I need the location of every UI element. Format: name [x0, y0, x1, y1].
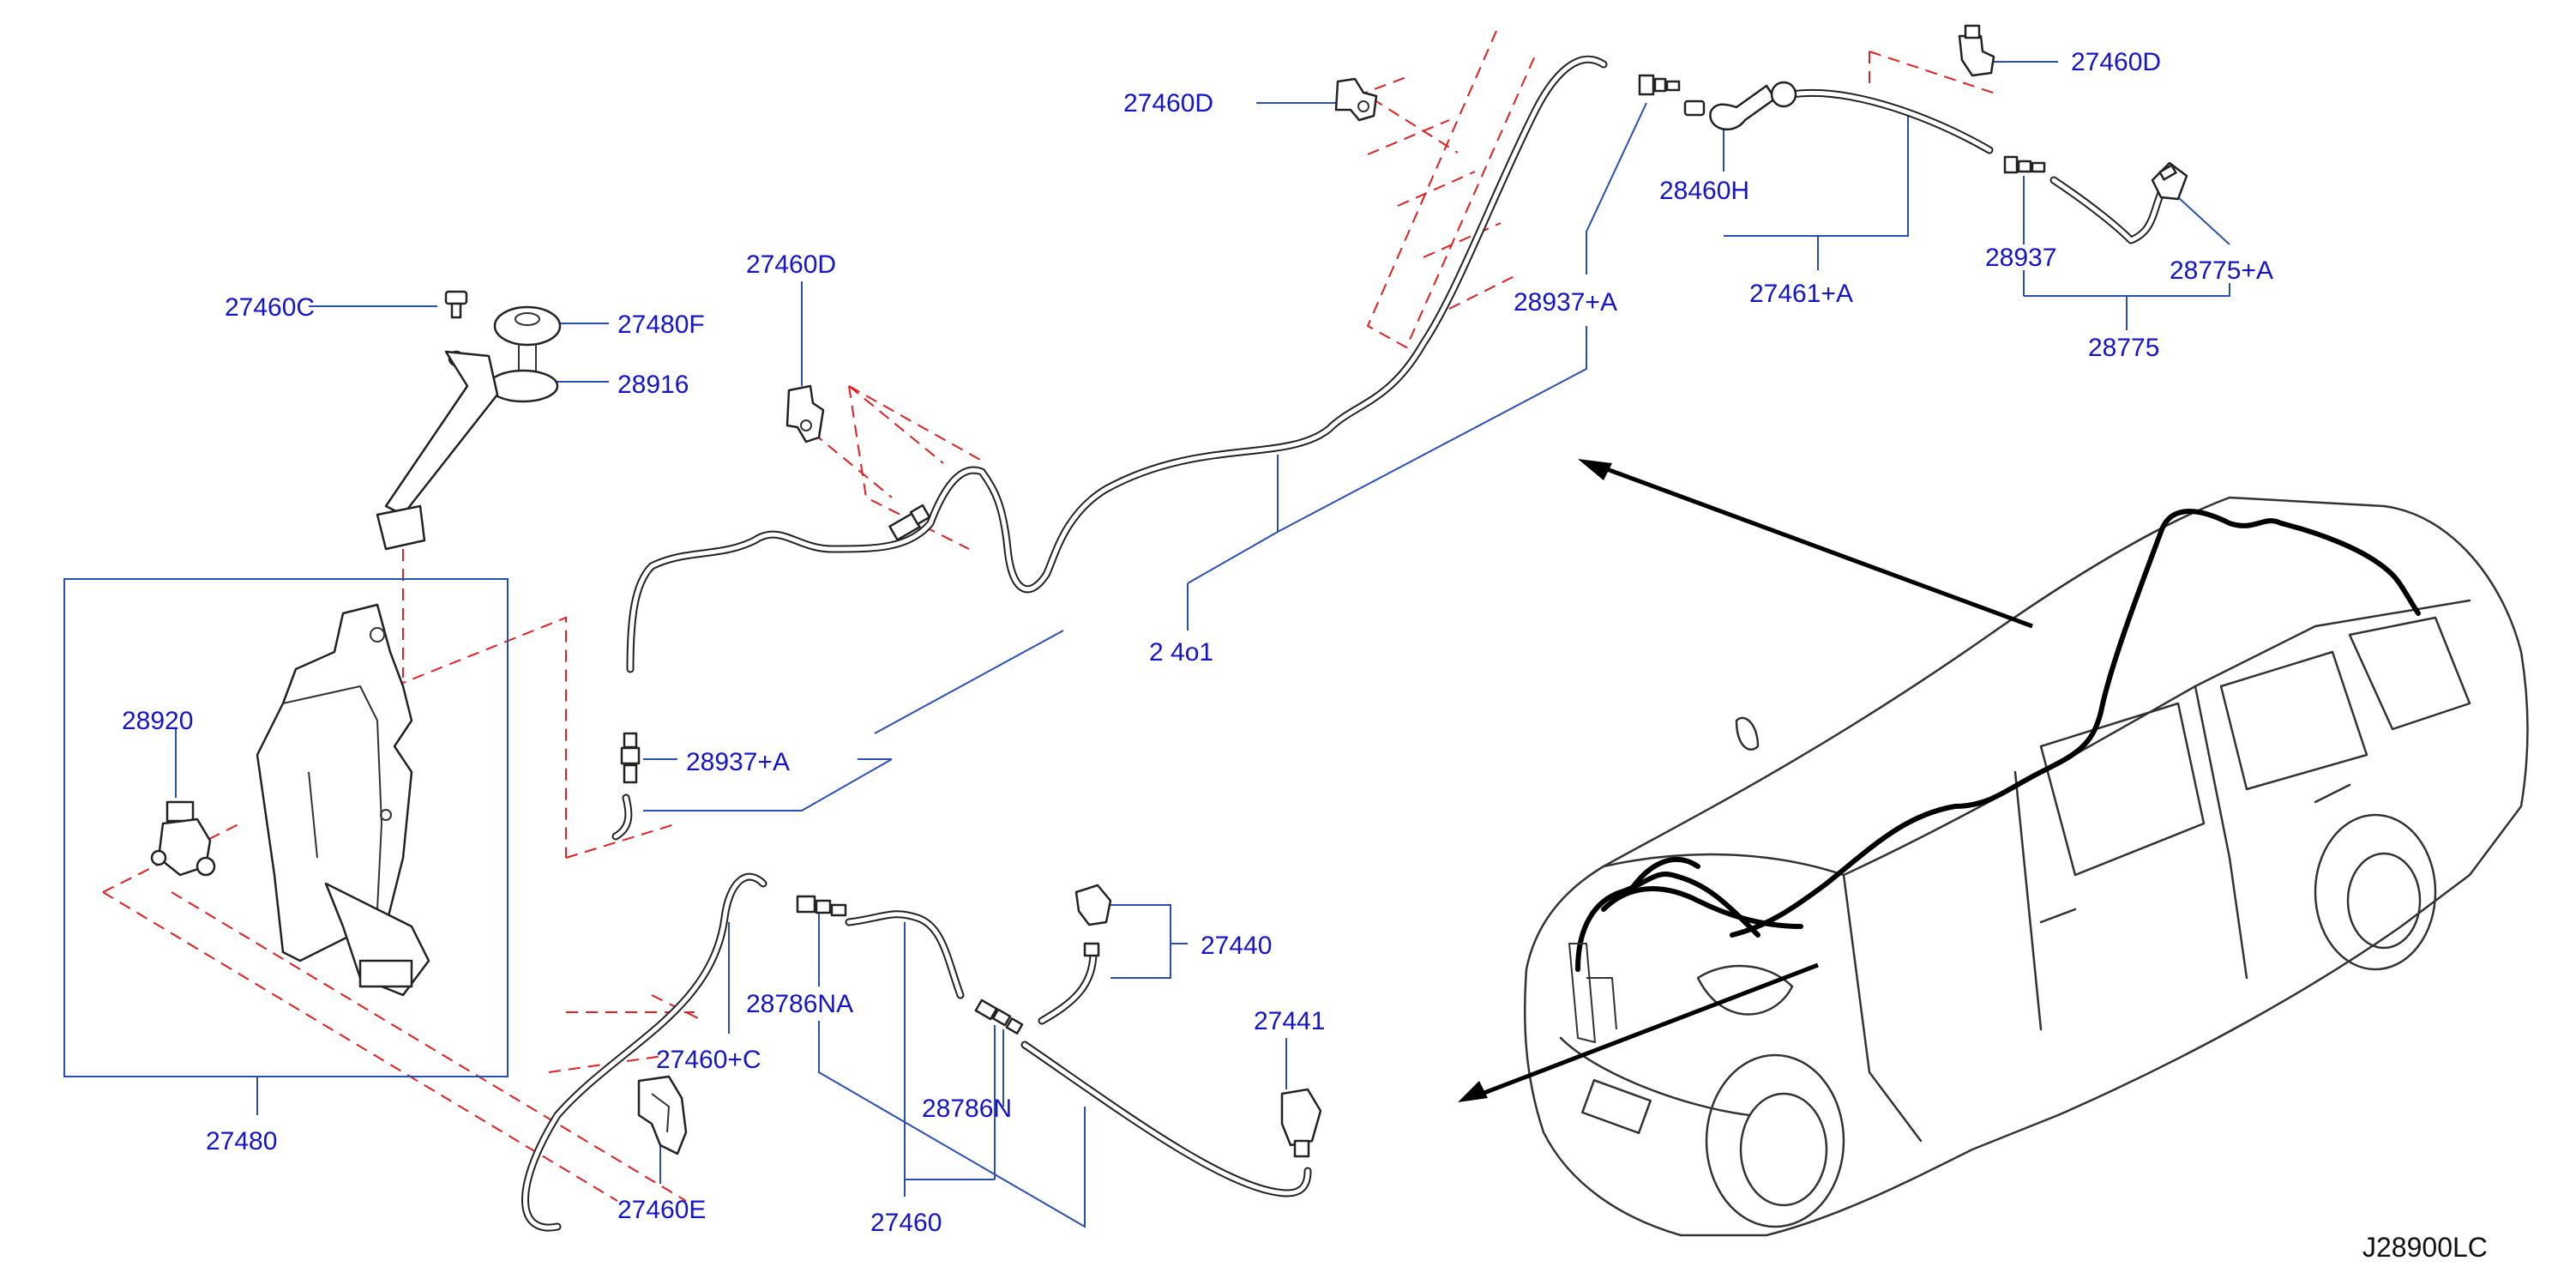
connector-icon: [1638, 74, 1681, 96]
label-27460D-top-left: 27460D: [1123, 89, 1213, 118]
label-27460D-top-right: 27460D: [2071, 48, 2161, 76]
connector-icon: [974, 998, 1024, 1035]
filler-cap-icon: [493, 305, 562, 377]
diagram-code: J28900LC: [2362, 1232, 2488, 1263]
part-labels: 27460D 27460D 28460H 27461+A 28937 28775…: [122, 48, 2488, 1263]
label-28937A-lower: 28937+A: [686, 748, 790, 776]
label-27440: 27440: [1201, 932, 1272, 960]
clip-icon: [637, 1075, 688, 1155]
label-27460: 27460: [870, 1209, 942, 1237]
clip-icon: [785, 384, 825, 443]
nozzle-icon: [1074, 884, 1112, 957]
phantom-lines: [102, 30, 1999, 1202]
connector-icon: [620, 732, 641, 784]
clip-icon: [1334, 77, 1378, 122]
label-28775A: 28775+A: [2170, 256, 2273, 285]
label-27460E: 27460E: [617, 1196, 706, 1224]
label-27461A: 27461+A: [1749, 280, 1853, 308]
label-28786NA: 28786NA: [746, 990, 853, 1018]
connector-icon: [2003, 155, 2046, 174]
label-27480F: 27480F: [617, 311, 705, 339]
label-28916: 28916: [617, 371, 689, 399]
washer-pump-icon: [150, 800, 216, 877]
clip-icon: [1958, 24, 1995, 77]
fitting-icon: [1683, 81, 1797, 130]
label-27461-partial: 2 4o1: [1149, 638, 1213, 667]
nozzle-icon: [1280, 1088, 1322, 1158]
connector-icon: [888, 504, 931, 541]
label-27460D-mid: 27460D: [746, 250, 836, 279]
label-27480: 27480: [206, 1127, 277, 1155]
parts: [150, 24, 2188, 1158]
connector-icon: [796, 895, 847, 917]
label-28460H: 28460H: [1659, 177, 1749, 205]
label-27441: 27441: [1254, 1007, 1325, 1035]
vehicle-outline: [1458, 459, 2529, 1237]
label-27460C: 27460C: [225, 293, 315, 322]
label-28937: 28937: [1985, 244, 2056, 272]
filler-neck-icon: [376, 350, 559, 551]
label-28920: 28920: [122, 707, 193, 735]
label-28786N: 28786N: [922, 1095, 1012, 1123]
washer-tank-icon: [256, 603, 430, 997]
nozzle-icon: [2151, 161, 2188, 201]
label-27460C-plus: 27460+C: [656, 1046, 761, 1074]
label-28937A-upper: 28937+A: [1514, 288, 1617, 317]
label-28775: 28775: [2088, 334, 2159, 362]
hose-lines: [521, 55, 2165, 1232]
